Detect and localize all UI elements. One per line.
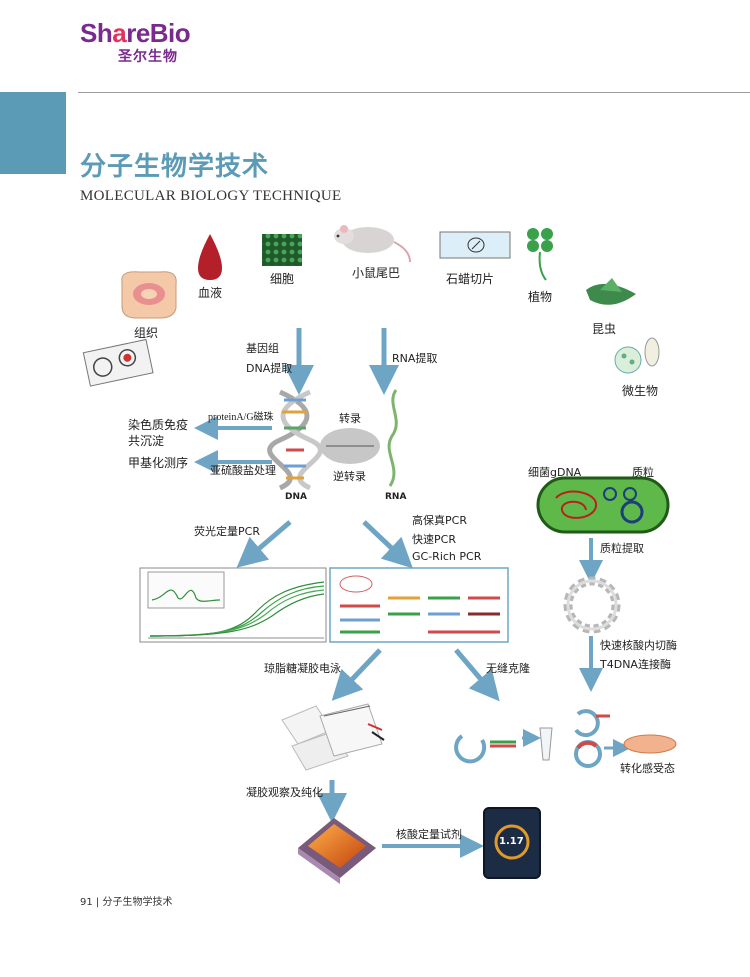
label-plasmid-extraction: 质粒提取 — [600, 542, 644, 555]
footer-separator: | — [95, 897, 100, 908]
cells-icon — [262, 234, 302, 266]
quant-readout: 1.17 — [499, 836, 524, 847]
label-cells: 细胞 — [270, 272, 295, 286]
gel-imager-icon — [298, 818, 376, 884]
gel-apparatus-icon — [281, 703, 385, 771]
label-gc-rich-pcr: GC-Rich PCR — [412, 550, 482, 563]
label-gel-electrophoresis: 琼脂糖凝胶电泳 — [264, 662, 341, 675]
page-footer: 91 | 分子生物学技术 — [80, 893, 172, 908]
label-genome-1: 基因组 — [246, 342, 279, 355]
label-blood: 血液 — [198, 286, 223, 300]
label-qpcr: 荧光定量PCR — [194, 525, 260, 538]
label-tissue: 组织 — [134, 326, 159, 340]
label-rna-extraction: RNA提取 — [392, 352, 438, 365]
label-rna: RNA — [385, 492, 407, 502]
label-gel-view: 凝胶观察及纯化 — [246, 786, 323, 799]
label-quantification: 核酸定量试剂 — [396, 828, 462, 841]
tissue-icon — [121, 271, 177, 319]
logo-prefix: Sh — [80, 18, 113, 48]
blood-drop-icon — [198, 234, 222, 280]
dna-helix-icon — [267, 389, 323, 491]
bacteria-icon — [536, 476, 670, 534]
plasmid-ring-icon — [563, 576, 621, 634]
rna-strand-icon — [387, 389, 398, 487]
label-fast-pcr: 快速PCR — [412, 533, 456, 546]
label-enzyme-2: T4DNA连接酶 — [600, 658, 671, 671]
page-subtitle: MOLECULAR BIOLOGY TECHNIQUE — [80, 188, 342, 204]
label-beads: proteinA/G磁珠 — [208, 412, 274, 423]
pcr-schematic-image — [329, 567, 509, 643]
label-microbe: 微生物 — [622, 384, 659, 398]
page-number: 91 — [80, 897, 93, 908]
label-bacteria-gdna: 细菌gDNA — [528, 466, 582, 479]
arrow-gel — [331, 648, 382, 701]
cloning-diagram — [454, 709, 677, 768]
label-paraffin: 石蜡切片 — [446, 272, 495, 286]
ribosome-icon — [320, 428, 380, 464]
label-bisulfite: 亚硫酸盐处理 — [210, 464, 276, 477]
label-plant: 植物 — [528, 290, 553, 304]
label-chip-2: 共沉淀 — [128, 434, 165, 448]
label-reverse-transcribe: 逆转录 — [333, 470, 366, 483]
paraffin-slide-icon — [439, 231, 511, 259]
plant-icon — [527, 228, 553, 281]
label-seamless-cloning: 无缝克隆 — [486, 662, 530, 675]
tissue-slide-icon — [82, 338, 154, 387]
mouse-icon — [334, 225, 411, 263]
quantifier-device-icon — [483, 807, 541, 879]
arrow-cloning — [454, 648, 500, 702]
microbe-icon — [614, 337, 660, 374]
footer-section: 分子生物学技术 — [102, 897, 173, 908]
label-chip-1: 染色质免疫 — [128, 418, 189, 432]
label-dna: DNA — [285, 492, 307, 502]
logo-suffix: reBio — [126, 18, 191, 48]
page-title: 分子生物学技术 — [80, 152, 270, 182]
logo-accent: a — [112, 18, 127, 48]
label-genome-2: DNA提取 — [246, 362, 293, 375]
label-plasmid: 质粒 — [632, 466, 654, 479]
logo: ShareBio — [80, 18, 191, 49]
label-methylation: 甲基化测序 — [128, 456, 189, 470]
arrow-pcr — [362, 520, 413, 569]
arrow-qpcr — [236, 520, 292, 568]
qpcr-chart-image — [139, 567, 327, 643]
label-insect: 昆虫 — [592, 322, 617, 336]
label-hifi-pcr: 高保真PCR — [412, 514, 467, 527]
side-accent-block — [0, 92, 66, 174]
label-transcribe: 转录 — [339, 412, 361, 425]
logo-cn: 圣尔生物 — [118, 49, 178, 65]
label-mouse-tail: 小鼠尾巴 — [352, 266, 401, 280]
header-rule — [78, 92, 750, 93]
label-enzyme-1: 快速核酸内切酶 — [600, 639, 677, 652]
insect-icon — [586, 278, 636, 305]
label-transformation: 转化感受态 — [620, 762, 675, 775]
